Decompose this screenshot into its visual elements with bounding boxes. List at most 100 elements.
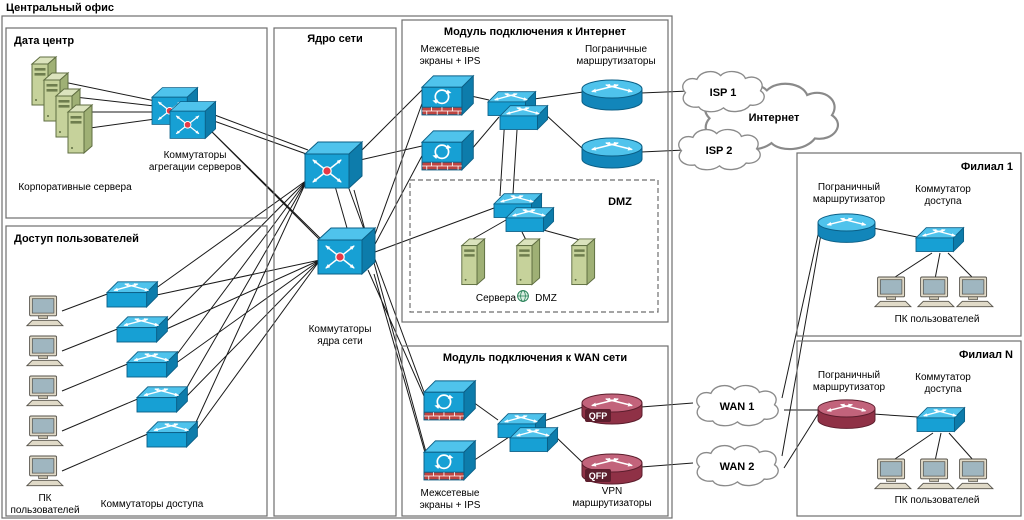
- pc-icon: [917, 276, 955, 308]
- wan-module-box: [401, 345, 669, 517]
- pc-icon: [26, 335, 64, 367]
- dmz-server-icon: [571, 238, 596, 286]
- vpn-router-label: VPN: [602, 486, 623, 497]
- branchN-switch-label: доступа: [924, 384, 962, 395]
- access-switch-icon: [147, 422, 197, 447]
- core-switch-icon: [305, 142, 362, 188]
- wan-firewall-label: экраны + IPS: [420, 500, 481, 511]
- branchN-title: Филиал N: [959, 349, 1013, 361]
- globe-icon: [517, 290, 529, 302]
- internet-firewall-label: экраны + IPS: [420, 56, 481, 67]
- access-switch-label: Коммутаторы доступа: [101, 499, 204, 510]
- central-office: Центральный офис: [1, 2, 673, 519]
- firewall-icon: [421, 74, 475, 116]
- internet-module: Модуль подключения к Интернет Межсетевые…: [401, 19, 669, 323]
- dmz-server-icon: [461, 238, 486, 286]
- access-switch-icon: [137, 387, 187, 412]
- branch-switch-icon: [916, 228, 964, 252]
- pc-icon: [874, 276, 912, 308]
- branchN-switch-label: Коммутатор: [915, 372, 971, 383]
- connections-branches: [781, 225, 975, 469]
- user-pc-label: пользователей: [10, 505, 79, 516]
- core-switch-icon: [318, 228, 375, 274]
- firewall-icon: [423, 439, 477, 481]
- pc-icon: [26, 295, 64, 327]
- branch1-switch-label: Коммутатор: [915, 184, 971, 195]
- border-router-label: Пограничные: [585, 44, 648, 55]
- user-access-box: [5, 225, 268, 517]
- user-access-title: Доступ пользователей: [14, 233, 139, 245]
- user-access-module: Доступ пользователей ПК пользователей Ко…: [5, 225, 268, 517]
- connections-datacenter: [53, 79, 327, 247]
- corporate-servers-label: Корпоративные сервера: [18, 182, 132, 193]
- core-box: [273, 27, 397, 517]
- border-router-label: маршрутизаторы: [576, 56, 655, 67]
- branch1-router-label: Пограничный: [818, 182, 880, 193]
- wan2-label: WAN 2: [720, 461, 755, 473]
- qfp-badge-label: QFP: [589, 411, 608, 421]
- datacenter-module: Дата центр Корпоративные сервера Коммута…: [5, 27, 268, 219]
- branch-switch-icon: [917, 408, 965, 432]
- dmz-switch-icon: [506, 208, 554, 232]
- dmz-server-icon: [516, 238, 541, 286]
- vpn-router-label: маршрутизаторы: [572, 498, 651, 509]
- wan-module-title: Модуль подключения к WAN сети: [443, 352, 627, 364]
- pc-icon: [26, 415, 64, 447]
- qfp-badge: [585, 469, 611, 482]
- user-pc-label: ПК: [38, 493, 51, 504]
- branch-router-icon: [818, 214, 875, 243]
- wan-switch-icon: [510, 428, 558, 452]
- core-title: Ядро сети: [307, 33, 363, 45]
- branchN-router-label: Пограничный: [818, 370, 880, 381]
- dmz-servers-label: Сервера: [476, 293, 517, 304]
- access-switch-icon: [127, 352, 177, 377]
- internet-module-box: [401, 19, 669, 323]
- internet-switch-icon: [500, 106, 548, 130]
- page-title: Центральный офис: [6, 2, 114, 14]
- firewall-icon: [421, 129, 475, 171]
- isp1-label: ISP 1: [710, 87, 737, 99]
- central-office-box: [1, 15, 673, 519]
- branchN-router-label: маршрутизатор: [813, 382, 886, 393]
- branch1-router-label: маршрутизатор: [813, 194, 886, 205]
- access-switch-icon: [117, 317, 167, 342]
- core-switch-label: ядра сети: [317, 336, 363, 347]
- wan-module: Модуль подключения к WAN сети QFP QFP Ме…: [401, 345, 669, 517]
- wan1-label: WAN 1: [720, 401, 755, 413]
- internet-firewall-label: Межсетевые: [421, 44, 480, 55]
- pc-icon: [956, 458, 994, 490]
- aggregation-switch-label: агрегации серверов: [149, 162, 241, 173]
- wan-firewall-label: Межсетевые: [421, 488, 480, 499]
- server-icon: [67, 104, 93, 154]
- branch1-switch-label: доступа: [924, 196, 962, 207]
- internet-module-title: Модуль подключения к Интернет: [444, 26, 627, 38]
- qfp-badge-label: QFP: [589, 471, 608, 481]
- pc-icon: [917, 458, 955, 490]
- pc-icon: [26, 375, 64, 407]
- branch-router-icon: [818, 400, 875, 429]
- connections: [53, 79, 975, 472]
- pc-icon: [874, 458, 912, 490]
- pc-icon: [956, 276, 994, 308]
- qfp-badge: [585, 409, 611, 422]
- connections-core-access: [61, 179, 348, 472]
- border-router-icon: [582, 80, 642, 110]
- dmz-box: [409, 179, 659, 313]
- branch1-pc-label: ПК пользователей: [895, 314, 980, 325]
- datacenter-title: Дата центр: [14, 35, 74, 47]
- pc-icon: [26, 455, 64, 487]
- isp2-label: ISP 2: [706, 145, 733, 157]
- firewall-icon: [423, 379, 477, 421]
- branch-n: Филиал N Пограничный маршрутизатор Комму…: [796, 340, 1022, 517]
- branch1-box: [796, 152, 1022, 337]
- branchN-box: [796, 340, 1022, 517]
- branch-1: Филиал 1 Пограничный маршрутизатор Комму…: [796, 152, 1022, 337]
- internet-label: Интернет: [749, 112, 800, 124]
- border-router-icon: [582, 138, 642, 168]
- clouds: ISP 1 ISP 2 Интернет WAN 1 WAN 2: [678, 70, 840, 487]
- connections-internet-module: [470, 90, 690, 241]
- aggregation-switch-icon: [170, 102, 216, 139]
- core-switch-label: Коммутаторы: [309, 324, 372, 335]
- dmz-servers-label: DMZ: [535, 293, 557, 304]
